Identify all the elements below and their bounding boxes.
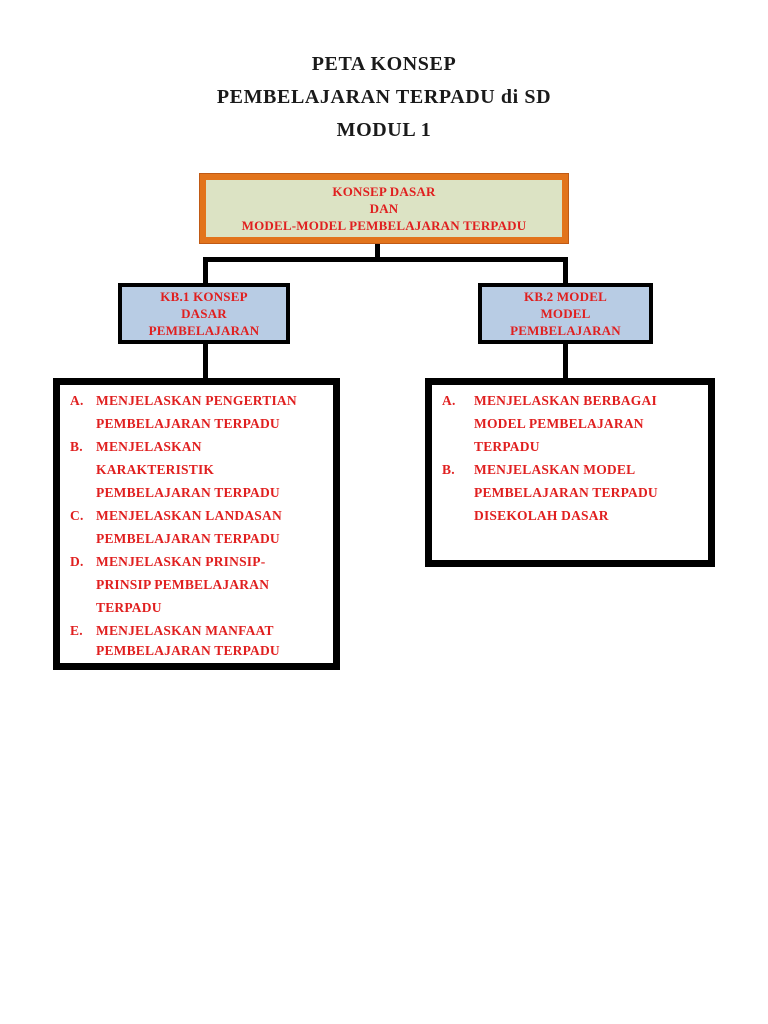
list-item-c: C. MENJELASKAN LANDASAN PEMBELAJARAN TER… xyxy=(70,504,329,550)
item-line: MENJELASKAN BERBAGAI xyxy=(474,393,657,408)
item-letter: A. xyxy=(442,393,456,408)
connector-right-drop xyxy=(563,257,568,286)
item-line: PEMBELAJARAN TERPADU xyxy=(96,485,280,500)
connector-kb1-to-list xyxy=(203,343,208,381)
list-item-a: A. MENJELASKAN PENGERTIAN PEMBELAJARAN T… xyxy=(70,389,329,435)
item-letter: A. xyxy=(70,393,84,408)
item-line: MENJELASKAN PENGERTIAN xyxy=(96,393,297,408)
item-text: MENJELASKAN BERBAGAI MODEL PEMBELAJARAN … xyxy=(474,389,704,458)
connector-kb2-to-list xyxy=(563,343,568,381)
item-text: MENJELASKAN PENGERTIAN PEMBELAJARAN TERP… xyxy=(96,389,329,435)
item-letter: B. xyxy=(70,439,83,454)
item-line: PEMBELAJARAN TERPADU xyxy=(96,531,280,546)
item-line: PEMBELAJARAN TERPADU xyxy=(96,643,280,658)
connector-horizontal-bar xyxy=(203,257,568,262)
list-item-b: B. MENJELASKAN MODEL PEMBELAJARAN TERPAD… xyxy=(442,458,704,527)
item-text: MENJELASKAN MODEL PEMBELAJARAN TERPADU D… xyxy=(474,458,704,527)
root-node-line-3: MODEL-MODEL PEMBELAJARAN TERPADU xyxy=(241,218,527,233)
list-item-d: D. MENJELASKAN PRINSIP- PRINSIP PEMBELAJ… xyxy=(70,550,329,619)
item-letter: C. xyxy=(70,508,84,523)
list-item-e: E. MENJELASKAN MANFAAT PEMBELAJARAN TERP… xyxy=(70,619,329,660)
list-item-a: A. MENJELASKAN BERBAGAI MODEL PEMBELAJAR… xyxy=(442,389,704,458)
title-line-2: PEMBELAJARAN TERPADU di SD xyxy=(216,86,552,108)
item-line: DISEKOLAH DASAR xyxy=(474,508,609,523)
title-line-1: PETA KONSEP xyxy=(311,53,457,75)
kb1-line-2: DASAR xyxy=(181,306,227,321)
root-node-text: KONSEP DASAR DAN MODEL-MODEL PEMBELAJARA… xyxy=(242,183,527,234)
kb1-objectives-box: A. MENJELASKAN PENGERTIAN PEMBELAJARAN T… xyxy=(53,378,340,670)
item-text: MENJELASKAN KARAKTERISTIK PEMBELAJARAN T… xyxy=(96,435,329,504)
item-text: MENJELASKAN LANDASAN PEMBELAJARAN TERPAD… xyxy=(96,504,329,550)
connector-left-drop xyxy=(203,257,208,286)
node-kb1-konsep-dasar: KB.1 KONSEP DASAR PEMBELAJARAN xyxy=(118,283,290,344)
kb2-line-1: KB.2 MODEL xyxy=(524,289,607,304)
item-line: MENJELASKAN PRINSIP- xyxy=(96,554,266,569)
item-line: MENJELASKAN LANDASAN xyxy=(96,508,282,523)
item-letter: E. xyxy=(70,623,83,638)
item-letter: B. xyxy=(442,462,455,477)
item-line: TERPADU xyxy=(474,439,540,454)
title-line-3: MODUL 1 xyxy=(336,119,432,141)
item-line: MODEL PEMBELAJARAN xyxy=(474,416,644,431)
item-line: MENJELASKAN MODEL xyxy=(474,462,636,477)
item-text: MENJELASKAN PRINSIP- PRINSIP PEMBELAJARA… xyxy=(96,550,329,619)
kb2-node-text: KB.2 MODEL MODEL PEMBELAJARAN xyxy=(510,288,621,339)
kb2-line-2: MODEL xyxy=(540,306,591,321)
item-line: PRINSIP PEMBELAJARAN xyxy=(96,577,270,592)
root-node-line-2: DAN xyxy=(369,201,399,216)
item-letter: D. xyxy=(70,554,84,569)
list-item-b: B. MENJELASKAN KARAKTERISTIK PEMBELAJARA… xyxy=(70,435,329,504)
kb1-node-text: KB.1 KONSEP DASAR PEMBELAJARAN xyxy=(149,288,260,339)
item-line: MENJELASKAN MANFAAT xyxy=(96,623,274,638)
root-node-line-1: KONSEP DASAR xyxy=(332,184,436,199)
kb2-line-3: PEMBELAJARAN xyxy=(510,323,621,338)
page-title: PETA KONSEP PEMBELAJARAN TERPADU di SD M… xyxy=(0,48,768,147)
root-node-konsep-dasar: KONSEP DASAR DAN MODEL-MODEL PEMBELAJARA… xyxy=(199,173,569,244)
item-line: TERPADU xyxy=(96,600,162,615)
kb1-line-3: PEMBELAJARAN xyxy=(148,323,260,338)
item-line: PEMBELAJARAN TERPADU xyxy=(96,416,280,431)
node-kb2-model-model: KB.2 MODEL MODEL PEMBELAJARAN xyxy=(478,283,653,344)
kb1-line-1: KB.1 KONSEP xyxy=(160,289,248,304)
item-line: KARAKTERISTIK xyxy=(96,462,215,477)
item-line: PEMBELAJARAN TERPADU xyxy=(474,485,658,500)
item-text: MENJELASKAN MANFAAT PEMBELAJARAN TERPADU xyxy=(96,619,329,660)
connector-root-vertical xyxy=(375,241,380,260)
kb2-objectives-box: A. MENJELASKAN BERBAGAI MODEL PEMBELAJAR… xyxy=(425,378,715,567)
item-line: MENJELASKAN xyxy=(96,439,202,454)
